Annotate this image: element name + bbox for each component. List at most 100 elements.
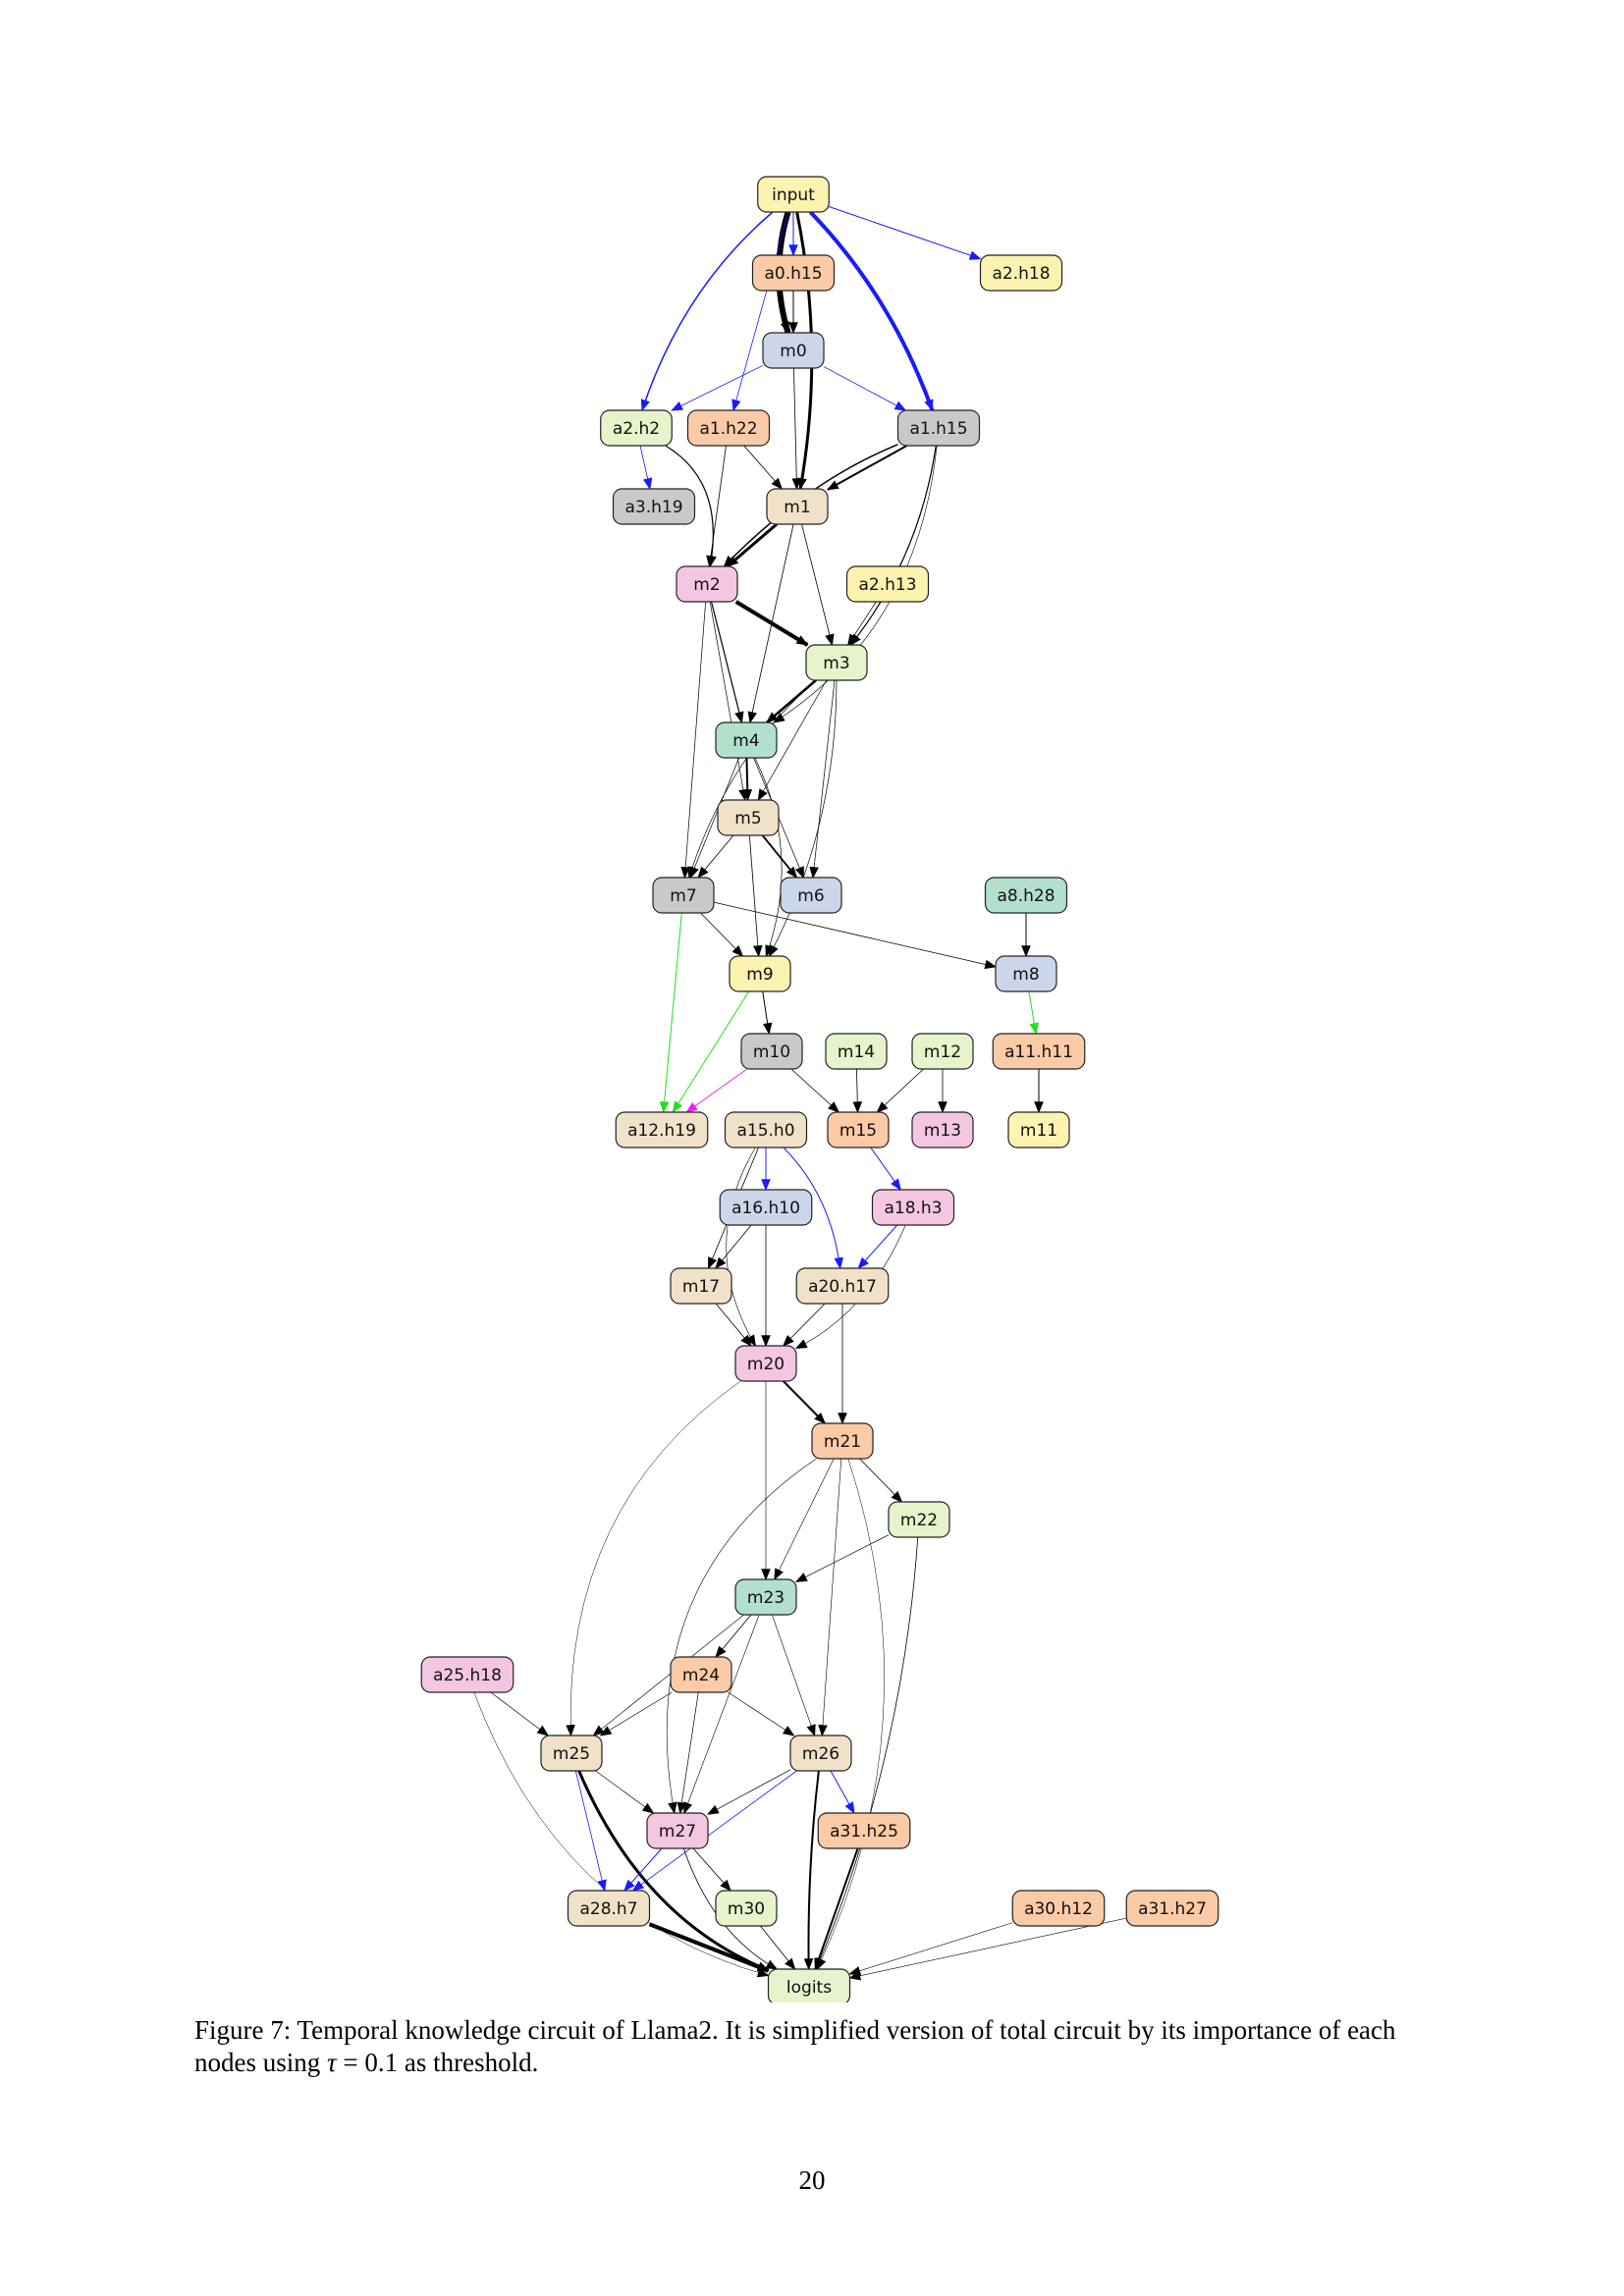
caption-prefix: Figure 7: Temporal knowledge circuit of … [194,2015,1396,2077]
edge-m24-to-m26 [728,1691,795,1736]
node-label-m13: m13 [924,1121,961,1141]
node-a18h3: a18.h3 [871,1189,955,1226]
caption-suffix: as threshold. [398,2048,539,2077]
node-a8h28: a8.h28 [984,877,1068,914]
node-label-m26: m26 [802,1744,839,1764]
node-m14: m14 [825,1033,888,1070]
node-box-m12 [911,1033,974,1070]
node-m27: m27 [646,1812,709,1849]
node-label-m4: m4 [732,731,759,751]
node-label-m23: m23 [747,1588,785,1608]
node-box-m13 [911,1111,974,1148]
edge-a1h22-to-m1 [743,445,784,490]
node-label-a20h17: a20.h17 [808,1277,877,1297]
node-label-m24: m24 [682,1666,720,1685]
edge-input-to-a2h2 [640,211,774,412]
node-box-m10 [740,1033,803,1070]
edge-input-to-a1h15 [808,210,935,412]
node-box-m25 [540,1735,603,1772]
node-label-m17: m17 [682,1277,720,1297]
caption-tau: τ [327,2048,337,2077]
edge-m5-to-m7 [697,834,734,879]
node-m2: m2 [676,565,738,603]
node-box-a8h28 [984,877,1068,914]
node-label-a1h15: a1.h15 [909,419,967,439]
node-a11h11: a11.h11 [992,1033,1086,1070]
node-label-a31h25: a31.h25 [830,1822,898,1842]
node-box-a3h19 [612,488,696,525]
edge-m1-to-m2 [726,522,779,568]
node-a1h15: a1.h15 [896,409,981,447]
edge-m23-to-m27 [683,1614,760,1815]
node-a2h2: a2.h2 [600,409,673,447]
edge-m24-to-m27 [677,1691,699,1815]
node-m20: m20 [734,1345,797,1382]
edge-m26-to-a28h7 [631,1770,797,1892]
node-m10: m10 [740,1033,803,1070]
node-box-m24 [670,1656,732,1693]
node-box-a0h15 [751,254,836,292]
edge-m0-to-a2h2 [671,364,764,411]
edge-a20h17-to-m20 [782,1303,826,1347]
node-label-m0: m0 [780,342,806,361]
edge-a15h0-to-m20 [726,1147,757,1348]
node-box-m3 [805,644,868,681]
node-label-m20: m20 [747,1355,785,1374]
edge-m21-to-m22 [859,1458,903,1503]
edge-m2-to-m3 [734,600,809,647]
edge-a16h10-to-m17 [715,1224,752,1269]
node-label-a18h3: a18.h3 [884,1199,942,1218]
edge-m21-to-m23 [774,1458,835,1581]
edge-m26-to-a31h25 [830,1770,855,1815]
edges-layer [473,206,1127,1981]
node-label-m30: m30 [728,1899,765,1919]
edge-m7-to-m9 [700,912,744,957]
node-m21: m21 [811,1422,874,1460]
edge-m20-to-m25 [566,1380,741,1737]
node-m15: m15 [827,1111,890,1148]
caption-equals: = 0.1 [336,2048,399,2077]
node-box-a20h17 [795,1267,890,1305]
node-m6: m6 [780,877,842,914]
edge-m14-to-m15 [852,1068,863,1114]
node-box-a30h12 [1011,1890,1106,1927]
node-label-m9: m9 [746,965,773,985]
edge-input-to-a2h18 [829,206,982,260]
edge-m9-to-m10 [762,990,773,1036]
node-m13: m13 [911,1111,974,1148]
node-label-a3h19: a3.h19 [624,498,682,517]
node-label-m22: m22 [900,1511,938,1530]
edge-m0-to-a1h15 [823,366,907,411]
node-box-a12h19 [615,1111,709,1148]
node-box-m7 [652,877,715,914]
node-box-m1 [766,488,829,525]
node-a15h0: a15.h0 [724,1111,808,1148]
node-label-a15h0: a15.h0 [736,1121,794,1141]
page-number: 20 [798,2165,826,2195]
edge-m27-to-m30 [692,1847,731,1892]
edge-m26-to-logits [803,1770,820,1971]
edge-a1h15-to-m1 [826,445,908,491]
edge-m10-to-m15 [790,1068,840,1113]
edge-a1h15-to-m3 [849,445,937,646]
edge-m4-to-m7 [689,757,740,880]
edge-a2h13-to-m3 [847,601,877,647]
edge-m9-to-a12h19 [672,990,750,1114]
edge-a18h3-to-a20h17 [857,1224,898,1269]
edge-m4-to-m9 [754,757,783,958]
node-label-a0h15: a0.h15 [764,264,822,284]
node-m17: m17 [670,1267,732,1305]
node-a25h18: a25.h18 [420,1656,514,1693]
node-label-a11h11: a11.h11 [1004,1042,1073,1062]
node-label-a28h7: a28.h7 [579,1899,637,1919]
edge-m10-to-a12h19 [685,1068,748,1113]
node-m12: m12 [911,1033,974,1070]
node-label-a16h10: a16.h10 [731,1199,800,1218]
node-label-a2h13: a2.h13 [858,575,916,595]
node-box-m15 [827,1111,890,1148]
edge-m3-to-m6 [809,679,836,880]
node-a31h27: a31.h27 [1125,1890,1219,1927]
node-box-m6 [780,877,842,914]
edge-m3-to-m7 [687,679,817,880]
